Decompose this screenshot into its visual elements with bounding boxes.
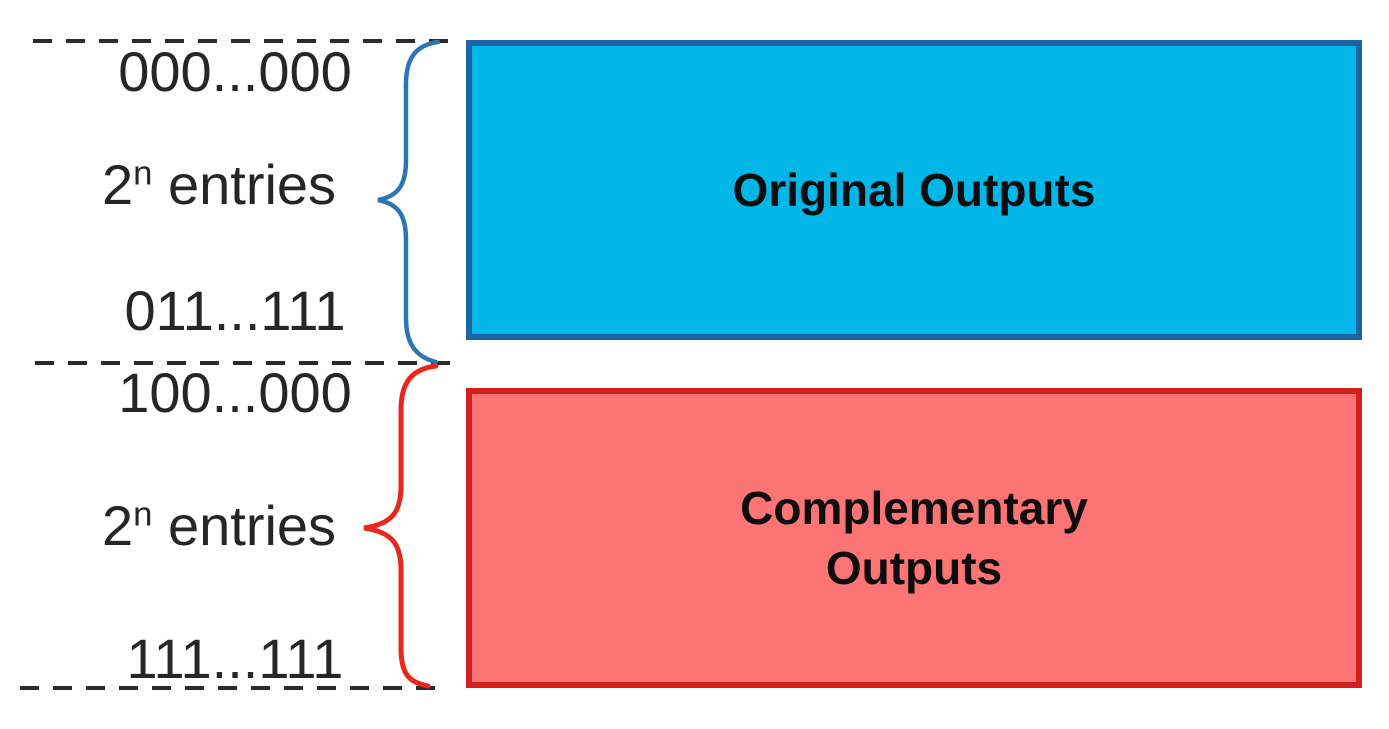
entries-exponent: n (133, 154, 153, 193)
boundary-line-top (33, 39, 452, 43)
entries-base: 2 (101, 153, 134, 216)
address-label-original-start: 000...000 (118, 40, 352, 103)
complementary-outputs-label-line2: Outputs (825, 542, 1003, 594)
original-outputs-block: Original Outputs (466, 40, 1362, 340)
boundary-line-middle (35, 361, 455, 365)
curly-brace-complementary (363, 363, 439, 689)
address-label-complementary-start: 100...000 (118, 361, 352, 424)
original-outputs-label: Original Outputs (732, 164, 1096, 216)
entries-exponent: n (133, 495, 153, 534)
entries-count-label-complementary: 2n entries (0, 496, 438, 556)
address-label-complementary-end: 111...111 (126, 627, 344, 690)
curly-brace-original (377, 39, 441, 365)
complementary-outputs-label-line1: Complementary (740, 482, 1088, 534)
entries-suffix: entries (152, 153, 337, 216)
complementary-outputs-block: Complementary Outputs (466, 388, 1362, 688)
entries-suffix: entries (152, 494, 337, 557)
boundary-line-bottom (20, 686, 442, 690)
entries-base: 2 (101, 494, 134, 557)
address-label-original-end: 011...111 (124, 279, 346, 342)
entries-count-label-original: 2n entries (0, 155, 438, 215)
